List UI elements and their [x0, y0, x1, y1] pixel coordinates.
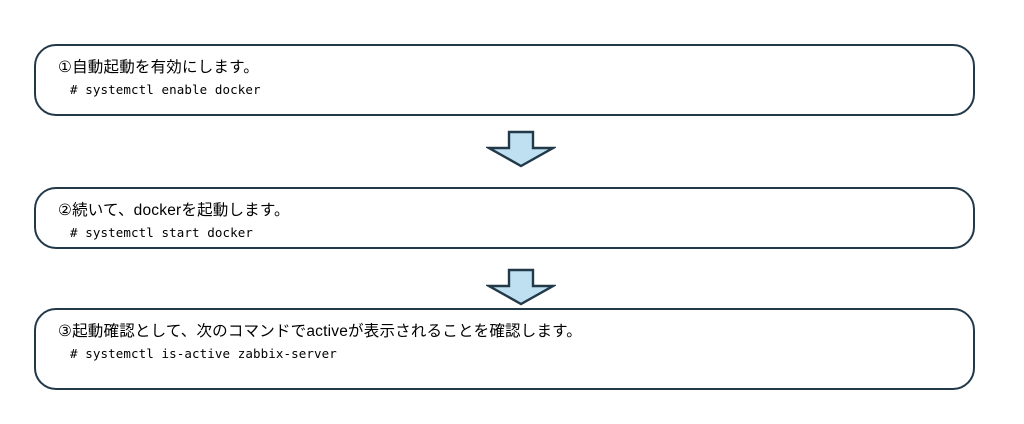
flow-step-2: ②続いて、dockerを起動します。 # systemctl start doc… [34, 187, 975, 249]
down-arrow-icon-1 [486, 130, 556, 168]
flow-step-3: ③起動確認として、次のコマンドでactiveが表示されることを確認します。 # … [34, 308, 975, 390]
down-arrow-icon-2 [486, 268, 556, 306]
step-2-title: ②続いて、dockerを起動します。 [58, 202, 290, 219]
step-3-title: ③起動確認として、次のコマンドでactiveが表示されることを確認します。 [58, 323, 582, 340]
step-1-command: # systemctl enable docker [70, 82, 261, 98]
step-2-command: # systemctl start docker [70, 225, 254, 241]
step-3-command: # systemctl is-active zabbix-server [70, 346, 337, 362]
step-1-title: ①自動起動を有効にします。 [58, 59, 259, 76]
flow-step-1: ①自動起動を有効にします。 # systemctl enable docker [34, 44, 975, 116]
